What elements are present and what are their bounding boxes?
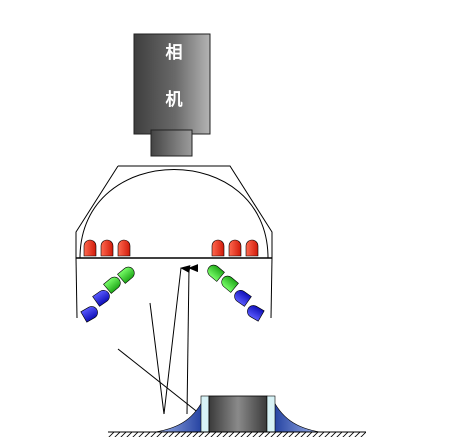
led-blue-3	[234, 289, 252, 307]
hatched-ground-icon	[108, 431, 366, 437]
object-base-right	[270, 395, 321, 433]
camera-label-line2: 机	[166, 89, 183, 110]
camera-label-line1: 相	[166, 42, 183, 63]
ray-incident-short	[149, 302, 165, 415]
led-green-1	[117, 266, 135, 284]
led-red-5	[228, 239, 242, 257]
led-green-2	[103, 276, 121, 294]
led-green-4	[221, 275, 239, 293]
led-ring-right	[207, 264, 265, 322]
led-blue-4	[247, 305, 265, 322]
led-blue-2	[80, 306, 98, 323]
dome-outer-housing	[75, 165, 273, 258]
cylinder-part-icon	[154, 395, 321, 433]
object-body	[208, 395, 268, 433]
camera-lens	[150, 129, 193, 157]
led-red-2	[100, 239, 114, 257]
led-red-3	[117, 239, 131, 257]
ray-reflected-2	[186, 264, 199, 415]
led-row-top-right	[211, 239, 259, 257]
led-blue-1	[92, 289, 110, 307]
ray-incident-long	[117, 348, 201, 415]
led-green-3	[207, 264, 225, 282]
ray-reflected-1	[163, 265, 191, 415]
object-left-band	[200, 395, 210, 433]
object-right-band	[266, 395, 276, 433]
camera-icon: 相 机	[133, 33, 211, 157]
camera-body	[133, 33, 211, 135]
dome-lower-left-skirt	[75, 257, 78, 319]
dome-lower-right-skirt	[270, 257, 273, 319]
led-red-6	[245, 239, 259, 257]
light-rays	[117, 264, 201, 415]
led-red-1	[83, 239, 97, 257]
dome-light-icon	[75, 165, 273, 319]
led-ring-left	[80, 266, 135, 323]
ground-hatch	[108, 432, 366, 437]
dome-inner-arc	[79, 169, 269, 259]
led-row-top-left	[83, 239, 131, 257]
led-red-4	[211, 239, 225, 257]
